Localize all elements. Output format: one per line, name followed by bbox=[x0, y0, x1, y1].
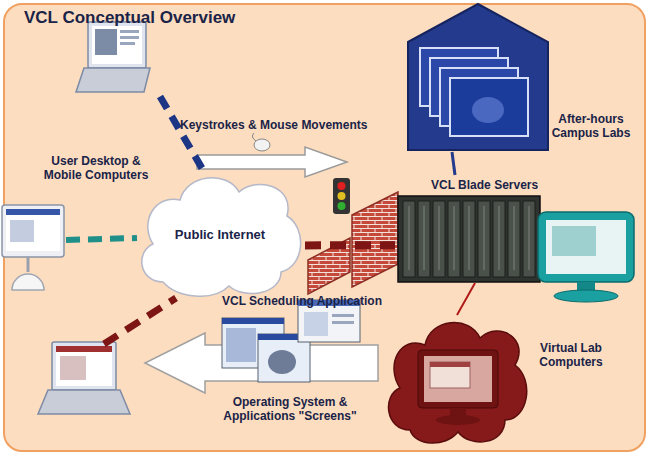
window-bar bbox=[430, 362, 470, 367]
annotation-label: Keystrokes & Mouse Movements bbox=[180, 118, 420, 132]
network-link bbox=[66, 238, 137, 240]
node-label: Public Internet bbox=[145, 228, 295, 242]
diagram-title: VCL Conceptual Overview bbox=[24, 8, 235, 28]
yellow-light bbox=[338, 192, 346, 200]
window-image bbox=[60, 356, 86, 380]
window-image bbox=[430, 362, 470, 388]
mouse-cable bbox=[252, 133, 256, 141]
blade-slots bbox=[409, 206, 529, 270]
monitor-display bbox=[424, 356, 492, 402]
monitor-stand bbox=[450, 408, 466, 416]
laptop-keyboard bbox=[76, 68, 150, 92]
cloud-outline bbox=[142, 178, 301, 296]
green-light bbox=[338, 202, 346, 210]
network-link bbox=[305, 241, 395, 249]
network-link bbox=[452, 152, 455, 175]
firewall-wall bbox=[308, 238, 350, 294]
laptop-display bbox=[92, 26, 142, 64]
campus-labs: After-hours Campus Labs bbox=[405, 2, 640, 152]
internet-cloud: Public Internet bbox=[135, 170, 305, 300]
screen-graphic bbox=[472, 97, 504, 123]
mouse-icon bbox=[254, 139, 270, 151]
input-arrow bbox=[197, 147, 347, 177]
monitor-base bbox=[436, 415, 480, 425]
text-line bbox=[332, 314, 354, 317]
network-link bbox=[160, 97, 203, 171]
lab-monitor bbox=[450, 78, 528, 136]
window-image bbox=[268, 350, 296, 374]
virtual-cloud bbox=[389, 323, 527, 443]
text-line bbox=[120, 42, 135, 45]
annotation-label: Operating System & Applications "Screens… bbox=[205, 395, 375, 423]
window-bar bbox=[222, 318, 284, 324]
laptop-display bbox=[56, 346, 112, 386]
laptop-screen bbox=[52, 342, 116, 390]
blade-servers: VCL Blade Servers bbox=[395, 175, 595, 283]
text-line bbox=[120, 30, 139, 33]
window-image bbox=[95, 29, 117, 55]
node-label: VCL Blade Servers bbox=[431, 178, 591, 192]
network-link bbox=[104, 298, 176, 344]
campus-lab-building bbox=[408, 4, 548, 150]
window-bar bbox=[6, 209, 60, 215]
text-line bbox=[332, 321, 354, 324]
virtual-monitor bbox=[418, 350, 498, 408]
window-image bbox=[552, 226, 596, 256]
imac-base bbox=[12, 274, 44, 290]
computer-group: User Desktop & Mobile Computers bbox=[35, 20, 160, 190]
window-image bbox=[304, 312, 328, 336]
monitor-display bbox=[546, 220, 626, 274]
background-panel bbox=[4, 4, 645, 451]
virtual-monitor bbox=[538, 212, 634, 282]
window-image bbox=[10, 220, 34, 242]
node-label: Virtual Lab Computers bbox=[521, 341, 621, 369]
server-rack bbox=[398, 196, 540, 282]
laptop-screen bbox=[88, 22, 146, 68]
red-light bbox=[338, 182, 346, 190]
node-label: User Desktop & Mobile Computers bbox=[35, 154, 157, 182]
window-image bbox=[226, 328, 256, 362]
imac-monitor bbox=[2, 205, 64, 257]
firewall-wall bbox=[352, 192, 398, 287]
network-link bbox=[457, 283, 475, 315]
annotation-label: VCL Scheduling Application bbox=[222, 294, 432, 308]
laptop-keyboard bbox=[38, 390, 130, 414]
text-line bbox=[120, 36, 139, 39]
imac-display bbox=[6, 209, 60, 251]
node-label: After-hours Campus Labs bbox=[551, 112, 631, 140]
imac-neck bbox=[27, 257, 30, 272]
monitor-base bbox=[554, 290, 618, 302]
window-bar bbox=[56, 346, 112, 352]
virtual-lab: Virtual Lab Computers bbox=[385, 315, 625, 448]
traffic-light bbox=[333, 178, 350, 214]
